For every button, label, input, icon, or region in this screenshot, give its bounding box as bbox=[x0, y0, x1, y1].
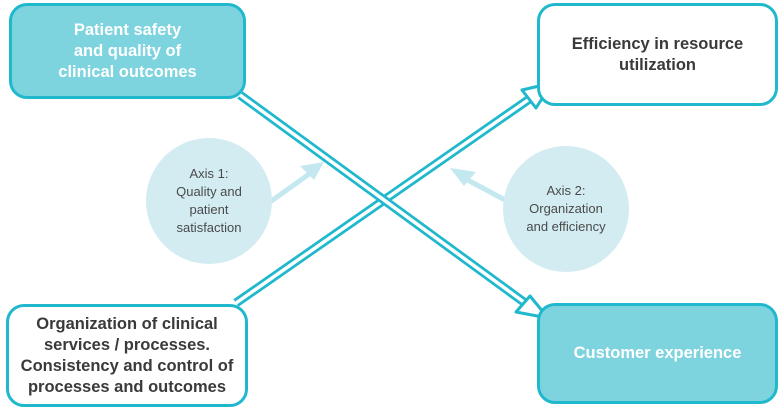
box-patient-safety: Patient safety and quality of clinical o… bbox=[9, 3, 246, 99]
box-patient-safety-label: Patient safety and quality of clinical o… bbox=[58, 20, 197, 81]
box-efficiency-label: Efficiency in resource utilization bbox=[571, 34, 744, 74]
axis2-label: Axis 2: Organization and efficiency bbox=[526, 183, 606, 234]
axis1-label: Axis 1: Quality and patient satisfaction bbox=[176, 166, 242, 235]
arrow-safety-to-experience bbox=[237, 91, 550, 320]
axis2-circle: Axis 2: Organization and efficiency bbox=[503, 146, 629, 272]
axis2-pointer bbox=[450, 168, 508, 203]
box-customer-experience-label: Customer experience bbox=[573, 344, 742, 362]
axis1-circle: Axis 1: Quality and patient satisfaction bbox=[146, 138, 272, 264]
box-organization: Organization of clinical services / proc… bbox=[6, 304, 248, 407]
axis1-pointer bbox=[267, 162, 324, 205]
box-customer-experience: Customer experience bbox=[537, 303, 778, 404]
box-organization-label: Organization of clinical services / proc… bbox=[20, 314, 234, 396]
box-efficiency: Efficiency in resource utilization bbox=[537, 3, 778, 106]
